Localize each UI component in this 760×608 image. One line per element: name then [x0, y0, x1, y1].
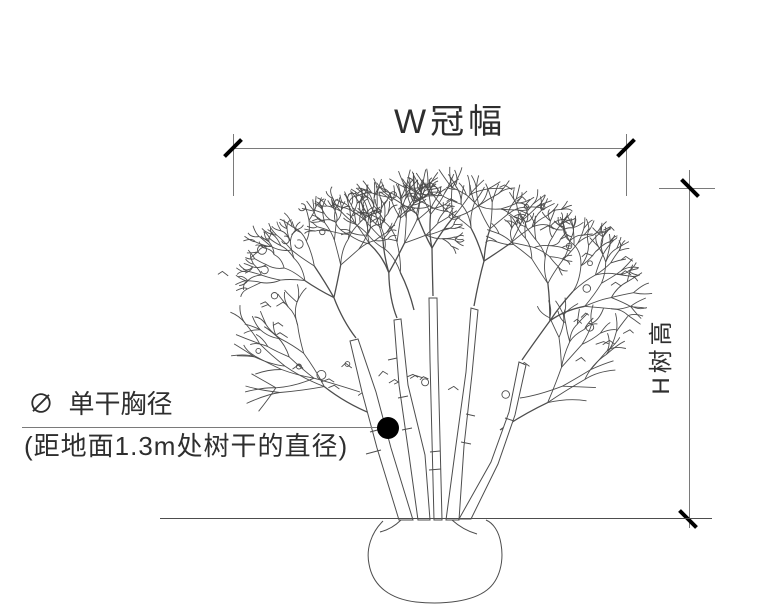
crown-width-extension-line-left	[233, 134, 234, 196]
dbh-leader-line	[22, 427, 388, 428]
crown-width-label: W冠幅	[394, 103, 507, 141]
height-dimension-line	[689, 170, 690, 528]
measure-point-dot-icon	[377, 417, 399, 439]
ground-line	[160, 518, 712, 519]
tree-height-label: H树高	[648, 317, 675, 395]
dbh-label: ∅ 单干胸径	[28, 389, 173, 419]
crown-width-dimension-line	[233, 148, 626, 149]
crown-width-extension-line-right	[626, 134, 627, 196]
dbh-description-label: (距地面1.3m处树干的直径)	[24, 431, 349, 461]
